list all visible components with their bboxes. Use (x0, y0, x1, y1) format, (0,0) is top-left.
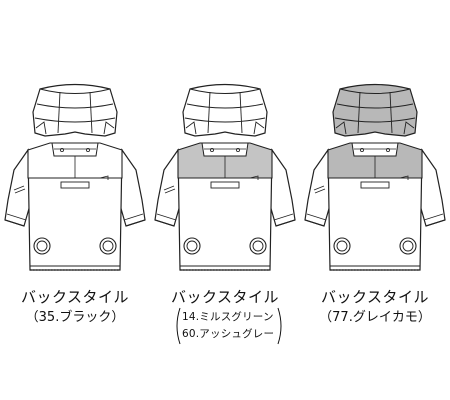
style-column-1: バックスタイル （35.ブラック） (0, 0, 150, 400)
color-label-black: （35.ブラック） (25, 310, 125, 325)
jacket-illustration (304, 142, 446, 271)
hood-illustration (182, 83, 268, 137)
color-label-group: 14.ミルスグリーン 60.アッシュグレー (174, 307, 284, 347)
hood-illustration (32, 83, 118, 137)
jacket-illustration (154, 142, 296, 271)
color-label-gray-camo: （77.グレイカモ） (319, 310, 431, 325)
color-label-ash-gray: 60.アッシュグレー (182, 328, 275, 340)
color-label-mil-green: 14.ミルスグリーン (182, 311, 274, 323)
style-column-2: バックスタイル 14.ミルスグリーン 60.アッシュグレー (150, 0, 300, 400)
hood-illustration (332, 83, 418, 137)
caption-back-style: バックスタイル (320, 288, 430, 306)
style-column-3: バックスタイル （77.グレイカモ） (300, 0, 450, 400)
jacket-illustration (4, 142, 146, 271)
caption-back-style: バックスタイル (20, 288, 130, 306)
jacket-back-illustration-green-gray (154, 83, 296, 271)
jacket-back-illustration-gray-camo (304, 83, 446, 271)
parentheses-icon (176, 307, 282, 345)
jacket-back-illustration-black (4, 83, 146, 271)
caption-back-style: バックスタイル (170, 288, 280, 306)
